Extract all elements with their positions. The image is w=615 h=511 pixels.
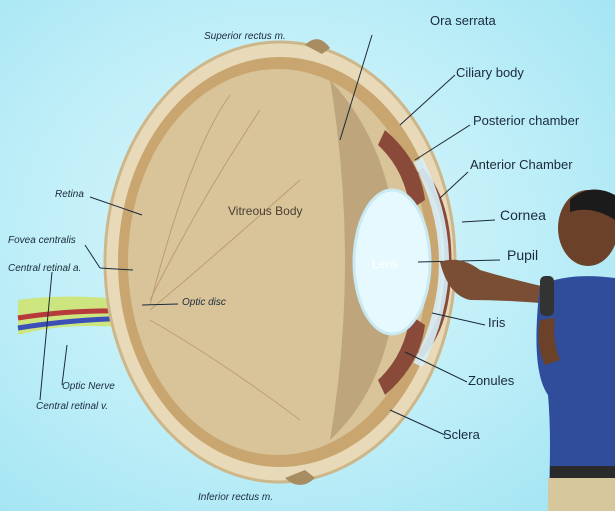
label-superior-rectus: Superior rectus m. (204, 32, 286, 42)
label-optic-disc: Optic disc (182, 298, 226, 308)
label-ora-serrata: Ora serrata (430, 14, 496, 27)
label-pupil: Pupil (507, 248, 538, 262)
label-inferior-rectus: Inferior rectus m. (198, 493, 273, 503)
microphone-icon (540, 276, 554, 316)
label-retina: Retina (55, 190, 84, 200)
label-central-retinal-v: Central retinal v. (36, 402, 108, 412)
label-vitreous-body: Vitreous Body (228, 205, 303, 217)
label-zonules: Zonules (468, 374, 514, 387)
label-iris: Iris (488, 316, 505, 329)
label-cornea: Cornea (500, 208, 546, 222)
label-sclera: Sclera (443, 428, 480, 441)
label-ciliary-body: Ciliary body (456, 66, 524, 79)
label-anterior-chamber: Anterior Chamber (470, 158, 573, 171)
label-posterior-chamber: Posterior chamber (473, 114, 579, 127)
label-lens: Lens (372, 258, 398, 270)
label-optic-nerve: Optic Nerve (62, 382, 115, 392)
label-fovea-centralis: Fovea centralis (8, 236, 76, 246)
label-central-retinal-a: Central retinal a. (8, 264, 81, 274)
